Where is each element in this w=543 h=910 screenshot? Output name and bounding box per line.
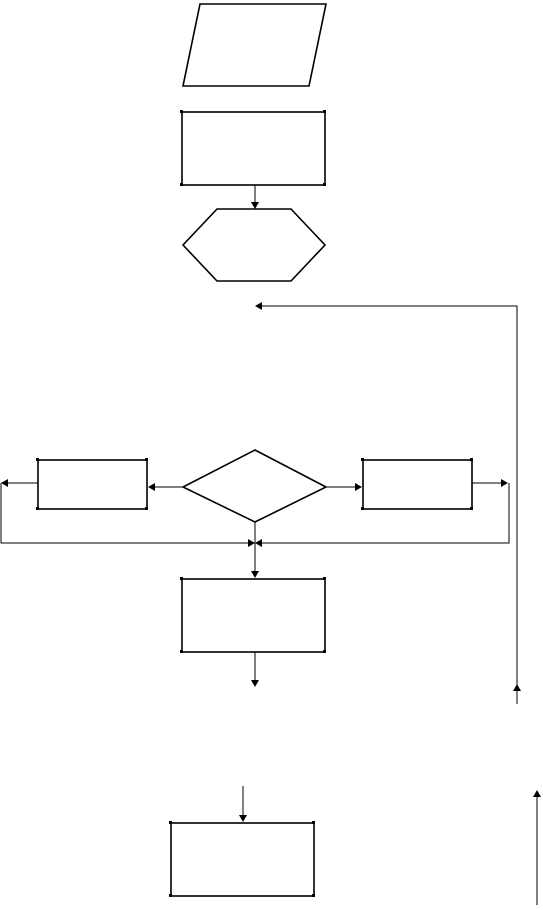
process-box-3 [170, 822, 315, 897]
branch-box-right [362, 459, 473, 510]
preparation-hexagon [181, 208, 327, 282]
arrow-head-left-out [1, 479, 8, 487]
branch-box-left-corners [36, 458, 148, 510]
arrow-head-box2-out [251, 680, 259, 687]
arrow-head-left [148, 483, 155, 491]
arrow-head-into-box3 [239, 815, 247, 822]
loop-up-arrow-head [513, 684, 521, 691]
right-merge-arrow-head [255, 539, 262, 547]
left-merge-connector [0, 483, 248, 544]
right-merge-connector [262, 483, 510, 544]
left-merge-arrow-head [248, 539, 255, 547]
arrow-head-right-out [501, 479, 508, 487]
process-box-1 [181, 111, 326, 186]
arrow-head-into-box2 [251, 571, 259, 578]
loop-back-arrow-head [255, 302, 262, 310]
arrow-head-down [251, 202, 259, 209]
loop-back-connector [262, 305, 518, 704]
process-box-2 [181, 578, 326, 653]
input-parallelogram [182, 3, 327, 87]
arrow-head-up-continuation [533, 790, 541, 797]
process-box-2-corners [180, 577, 326, 653]
branch-box-left [37, 459, 148, 510]
process-box-3-corners [169, 821, 315, 897]
branch-box-right-corners [361, 458, 473, 510]
process-box-1-corners [180, 110, 326, 186]
decision-diamond [181, 449, 328, 523]
arrow-head-right [355, 483, 362, 491]
